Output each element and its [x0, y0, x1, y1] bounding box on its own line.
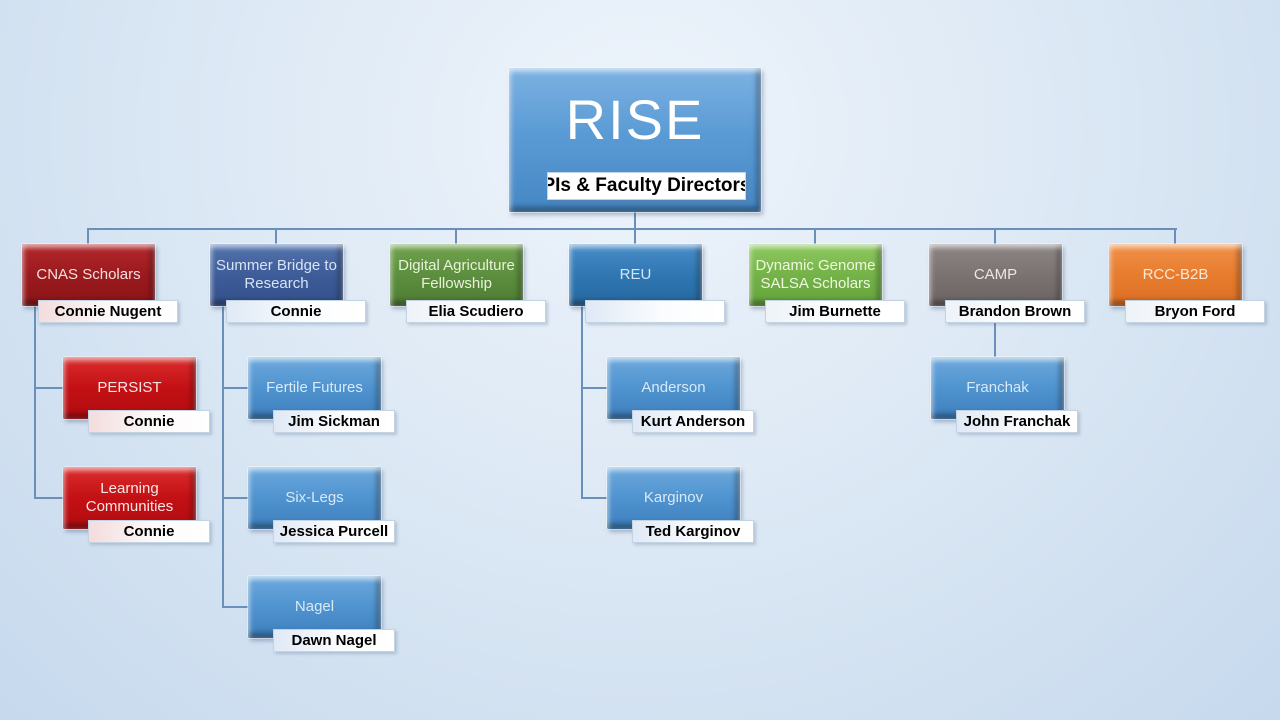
connector-stub-learning-communities — [34, 497, 63, 499]
rise-title: RISE — [565, 88, 705, 151]
connector-hang-reu — [581, 306, 583, 498]
program-name: CAMP — [973, 266, 1018, 283]
connector-camp-franchak — [994, 306, 996, 357]
connector-level2-bar — [87, 228, 1177, 230]
connector-stub-fertile-futures — [222, 387, 248, 389]
director-label-rcc-b2b: Bryon Ford — [1125, 300, 1265, 323]
org-box-digital-agriculture: Digital Agriculture Fellowship — [390, 244, 523, 306]
org-box-nagel: Nagel — [248, 576, 381, 638]
director-name: John Franchak — [963, 413, 1071, 430]
director-label-learning-communities: Connie — [88, 520, 210, 543]
org-box-dynamic-genome: Dynamic Genome SALSA Scholars — [749, 244, 882, 306]
connector-rise-stem — [634, 212, 636, 229]
director-name: Bryon Ford — [1154, 303, 1236, 320]
director-label-digital-agriculture: Elia Scudiero — [406, 300, 546, 323]
org-box-franchak: Franchak — [931, 357, 1064, 419]
director-name: Connie Nugent — [54, 303, 162, 320]
org-box-camp: CAMP — [929, 244, 1062, 306]
director-name: Kurt Anderson — [640, 413, 746, 430]
org-box-rcc-b2b: RCC-B2B — [1109, 244, 1242, 306]
org-box-six-legs: Six-Legs — [248, 467, 381, 529]
director-label-reu-empty — [585, 300, 725, 323]
program-name: Six-Legs — [285, 489, 344, 506]
program-name: Dynamic Genome SALSA Scholars — [755, 257, 876, 292]
director-label-six-legs: Jessica Purcell — [273, 520, 395, 543]
director-label-fertile-futures: Jim Sickman — [273, 410, 395, 433]
org-box-anderson: Anderson — [607, 357, 740, 419]
director-label-cnas: Connie Nugent — [38, 300, 178, 323]
org-box-karginov: Karginov — [607, 467, 740, 529]
director-label-karginov: Ted Karginov — [632, 520, 754, 543]
connector-stub-anderson — [581, 387, 607, 389]
program-name: Fertile Futures — [266, 379, 363, 396]
director-name: Ted Karginov — [645, 523, 741, 540]
director-label-nagel: Dawn Nagel — [273, 629, 395, 652]
org-box-summer-bridge: Summer Bridge to Research — [210, 244, 343, 306]
connector-drop-reu — [634, 228, 636, 245]
connector-drop-rcc-b2b — [1174, 228, 1176, 245]
connector-stub-six-legs — [222, 497, 248, 499]
director-label-camp: Brandon Brown — [945, 300, 1085, 323]
connector-drop-cnas — [87, 228, 89, 245]
director-name: Jim Sickman — [288, 413, 380, 430]
program-name: Franchak — [966, 379, 1029, 396]
rise-subtitle-text: PIs & Faculty Directors — [547, 175, 746, 196]
director-name: Brandon Brown — [958, 303, 1072, 320]
program-name: RCC-B2B — [1142, 266, 1209, 283]
connector-drop-summer-bridge — [275, 228, 277, 245]
connector-hang-summer-bridge — [222, 306, 224, 607]
connector-drop-camp — [994, 228, 996, 245]
director-label-summer-bridge: Connie — [226, 300, 366, 323]
connector-drop-dynamic-genome — [814, 228, 816, 245]
org-box-reu: REU — [569, 244, 702, 306]
program-name: Digital Agriculture Fellowship — [398, 257, 515, 292]
org-box-learning-communities: Learning Communities — [63, 467, 196, 529]
director-name: Connie — [270, 303, 322, 320]
org-box-fertile-futures: Fertile Futures — [248, 357, 381, 419]
director-label-franchak: John Franchak — [956, 410, 1078, 433]
director-name: Elia Scudiero — [428, 303, 524, 320]
director-label-dynamic-genome: Jim Burnette — [765, 300, 905, 323]
connector-hang-cnas — [34, 306, 36, 498]
director-name: Jessica Purcell — [279, 523, 389, 540]
program-name: Summer Bridge to Research — [216, 257, 337, 292]
program-name: REU — [619, 266, 652, 283]
program-name: Anderson — [641, 379, 706, 396]
connector-stub-karginov — [581, 497, 607, 499]
director-label-anderson: Kurt Anderson — [632, 410, 754, 433]
org-box-persist: PERSIST — [63, 357, 196, 419]
program-name: Nagel — [294, 598, 335, 615]
director-name: Connie — [123, 523, 175, 540]
director-label-persist: Connie — [88, 410, 210, 433]
rise-subtitle-label: PIs & Faculty Directors — [547, 172, 746, 200]
connector-drop-digital-ag — [455, 228, 457, 245]
program-name: PERSIST — [97, 379, 162, 396]
program-name: Learning Communities — [85, 480, 174, 515]
program-name: CNAS Scholars — [36, 266, 141, 283]
director-name: Connie — [123, 413, 175, 430]
director-name: Dawn Nagel — [291, 632, 377, 649]
director-name: Jim Burnette — [789, 303, 881, 320]
org-box-cnas-scholars: CNAS Scholars — [22, 244, 155, 306]
connector-stub-nagel — [222, 606, 248, 608]
program-name: Karginov — [643, 489, 704, 506]
connector-stub-persist — [34, 387, 63, 389]
